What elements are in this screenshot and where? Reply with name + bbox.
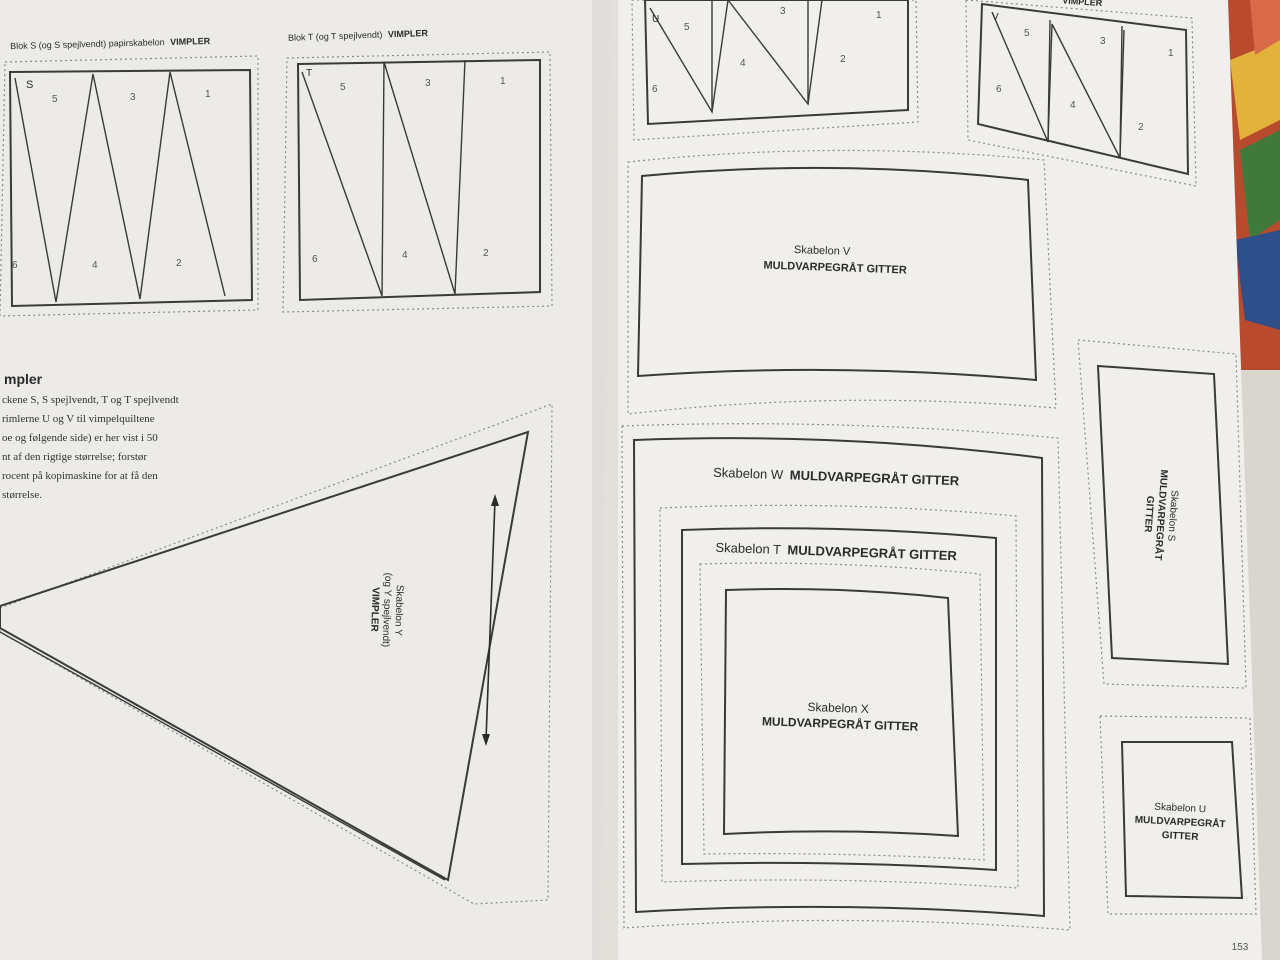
- block-s-title: Blok S (og S spejlvendt) papirskabelon V…: [10, 36, 211, 51]
- block-s-diagram: S 5 3 1 6 4 2: [0, 55, 259, 317]
- section-heading: mpler: [4, 371, 43, 387]
- svg-text:4: 4: [1070, 100, 1076, 111]
- template-x-label-1: Skabelon X: [807, 700, 869, 716]
- block-v-letter: V: [992, 12, 999, 23]
- svg-text:2: 2: [483, 248, 489, 259]
- svg-text:6: 6: [12, 260, 18, 271]
- svg-text:6: 6: [652, 84, 658, 95]
- svg-text:ckene S, S spejlvendt, T og T: ckene S, S spejlvendt, T og T spejlvendt: [2, 394, 179, 406]
- svg-text:5: 5: [1024, 28, 1030, 39]
- svg-text:6: 6: [996, 84, 1002, 95]
- svg-text:3: 3: [425, 78, 431, 89]
- template-s-label-1: Skabelon S: [1165, 490, 1180, 542]
- template-v-label-1: Skabelon V: [794, 244, 851, 258]
- template-y-label-2: (og Y spejlvendt): [380, 572, 394, 647]
- svg-text:oe og følgende side) er her vi: oe og følgende side) er her vist i 50: [2, 432, 158, 444]
- svg-text:5: 5: [684, 22, 690, 33]
- svg-text:6: 6: [312, 254, 318, 265]
- right-page: [600, 0, 1262, 960]
- svg-text:5: 5: [340, 82, 346, 93]
- template-x: Skabelon X MULDVARPEGRÅT GITTER: [699, 562, 985, 861]
- template-v-label-2: MULDVARPEGRÅT GITTER: [763, 259, 907, 277]
- body-text: ckene S, S spejlvendt, T og T spejlvendt…: [2, 394, 179, 501]
- svg-text:3: 3: [780, 6, 786, 17]
- svg-text:1: 1: [500, 76, 506, 87]
- svg-text:4: 4: [740, 58, 746, 69]
- template-s: Skabelon S MULDVARPEGRÅT GITTER: [1077, 339, 1247, 689]
- svg-text:nt af den rigtige størrelse; f: nt af den rigtige størrelse; forstør: [2, 451, 147, 463]
- block-v-title: VIMPLER: [1062, 0, 1103, 8]
- template-v: Skabelon V MULDVARPEGRÅT GITTER: [627, 149, 1057, 415]
- template-u-label-1: Skabelon U: [1154, 802, 1206, 816]
- quilt-corner: [1225, 0, 1280, 370]
- template-t-label: Skabelon T MULDVARPEGRÅT GITTER: [715, 540, 957, 563]
- svg-text:1: 1: [876, 10, 882, 21]
- template-x-label-2: MULDVARPEGRÅT GITTER: [762, 713, 919, 733]
- grain-arrow: [485, 499, 496, 741]
- svg-text:5: 5: [52, 94, 58, 105]
- svg-text:4: 4: [402, 250, 408, 261]
- block-t-title: Blok T (og T spejlvendt) VIMPLER: [288, 28, 429, 43]
- template-w-label: Skabelon W MULDVARPEGRÅT GITTER: [713, 465, 960, 489]
- svg-text:1: 1: [1168, 48, 1174, 59]
- block-u-diagram: U 5 3 1 6 4 2: [631, 0, 919, 141]
- svg-text:rimlerne U og V til vimpelquil: rimlerne U og V til vimpelquiltene: [2, 413, 155, 425]
- block-v-diagram: VIMPLER V 5 3 1 6 4 2: [965, 0, 1197, 187]
- svg-text:2: 2: [1138, 122, 1144, 133]
- template-t: Skabelon T MULDVARPEGRÅT GITTER: [659, 504, 1019, 889]
- template-y-label-3: VIMPLER: [368, 587, 381, 633]
- block-t-diagram: T 5 3 1 6 4 2: [282, 51, 553, 313]
- svg-text:2: 2: [176, 258, 182, 269]
- template-w: Skabelon W MULDVARPEGRÅT GITTER: [621, 423, 1071, 931]
- template-y-triangle: Skabelon Y (og Y spejlvendt) VIMPLER: [0, 403, 553, 905]
- svg-text:4: 4: [92, 260, 98, 271]
- gutter-shadow: [592, 0, 618, 960]
- svg-text:størrelse.: størrelse.: [2, 489, 42, 501]
- svg-text:3: 3: [130, 92, 136, 103]
- page-number: 153: [1232, 942, 1249, 953]
- block-s-letter: S: [26, 79, 33, 91]
- template-u-label-3: GITTER: [1162, 830, 1200, 843]
- template-s-label-3: GITTER: [1142, 495, 1156, 533]
- block-u-letter: U: [652, 14, 659, 25]
- svg-text:rocent på kopimaskine for at f: rocent på kopimaskine for at få den: [2, 470, 158, 482]
- svg-text:1: 1: [205, 89, 211, 100]
- block-t-letter: T: [306, 68, 312, 79]
- svg-text:3: 3: [1100, 36, 1106, 47]
- svg-text:2: 2: [840, 54, 846, 65]
- template-y-label-1: Skabelon Y: [392, 585, 405, 637]
